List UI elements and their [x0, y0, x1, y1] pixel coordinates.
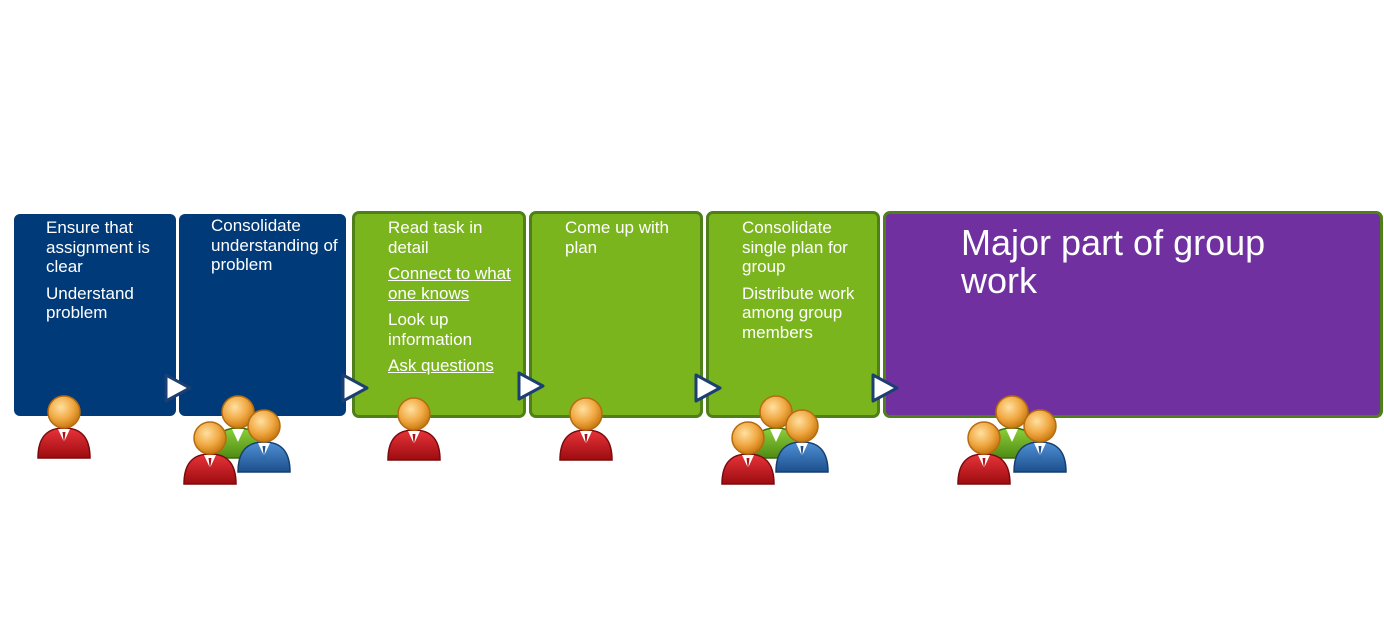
person-icon — [954, 418, 1014, 488]
step-text: Consolidate understanding of problem — [211, 216, 338, 274]
step-link[interactable]: Ask questions — [388, 356, 494, 375]
person-icon — [718, 418, 778, 488]
step-box-plan: Come up with plan — [529, 211, 703, 418]
group-icon — [954, 392, 1074, 492]
person-icon — [180, 418, 240, 488]
step-box-consolidate-plan: Consolidate single plan for group Distri… — [706, 211, 880, 418]
person-icon — [556, 394, 616, 464]
person-icon — [234, 406, 294, 476]
person-icon — [34, 392, 94, 462]
step-text: Understand problem — [46, 283, 134, 323]
step-text: Distribute work among group members — [742, 283, 855, 342]
step-link[interactable]: Connect to what one knows — [388, 264, 511, 303]
step-text: Ensure that assignment is clear — [46, 218, 150, 276]
step-text: Come up with plan — [565, 218, 669, 257]
play-arrow-icon — [870, 372, 900, 404]
step-text: Read task in detail — [388, 218, 483, 257]
person-icon — [384, 394, 444, 464]
group-icon — [178, 392, 298, 492]
person-icon — [1010, 406, 1070, 476]
step-box-consolidate-understanding: Consolidate understanding of problem — [179, 214, 346, 416]
person-icon — [772, 406, 832, 476]
step-text: Look up information — [388, 310, 473, 349]
group-icon — [716, 392, 836, 492]
step-box-read-task: Read task in detail Connect to what one … — [352, 211, 526, 418]
step-box-ensure: Ensure that assignment is clear Understa… — [14, 214, 176, 416]
play-arrow-icon — [516, 370, 546, 402]
step-text: Consolidate single plan for group — [742, 218, 848, 276]
play-arrow-icon — [340, 372, 370, 404]
step-box-major-work: Major part of group work — [883, 211, 1383, 418]
step-title: Major part of group work — [961, 222, 1266, 301]
